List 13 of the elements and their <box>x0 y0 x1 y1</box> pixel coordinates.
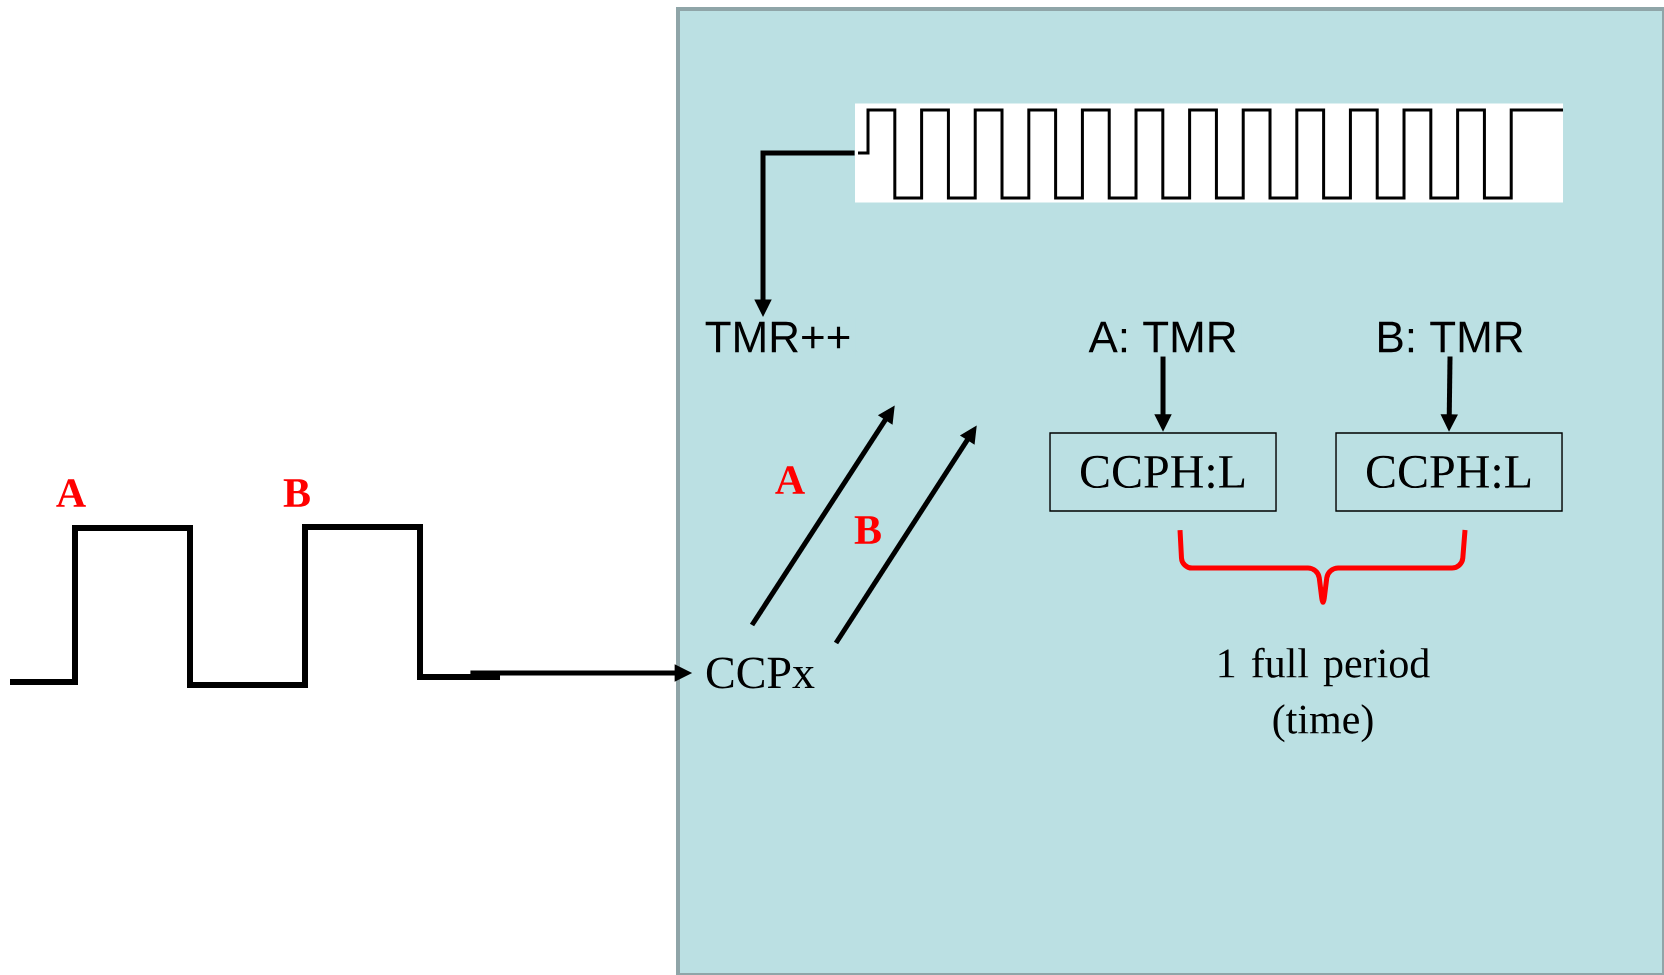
register-box: CCPH:L <box>1049 432 1277 512</box>
waveform-label: A <box>56 479 86 507</box>
edge-label: A <box>772 464 808 496</box>
register-box: CCPH:L <box>1335 432 1563 512</box>
period-note: 1 full period (time) <box>1219 647 1430 743</box>
input-waveform-drawing <box>10 524 500 688</box>
register-label: A: TMR <box>1084 317 1242 357</box>
pin-label: CCPx <box>693 645 827 701</box>
edge-label: B <box>852 514 884 546</box>
register-label: B: TMR <box>1371 317 1529 357</box>
clock-waveform-drawing <box>855 103 1563 203</box>
register-label: TMR++ <box>700 317 856 357</box>
waveform-label: B <box>283 479 310 507</box>
